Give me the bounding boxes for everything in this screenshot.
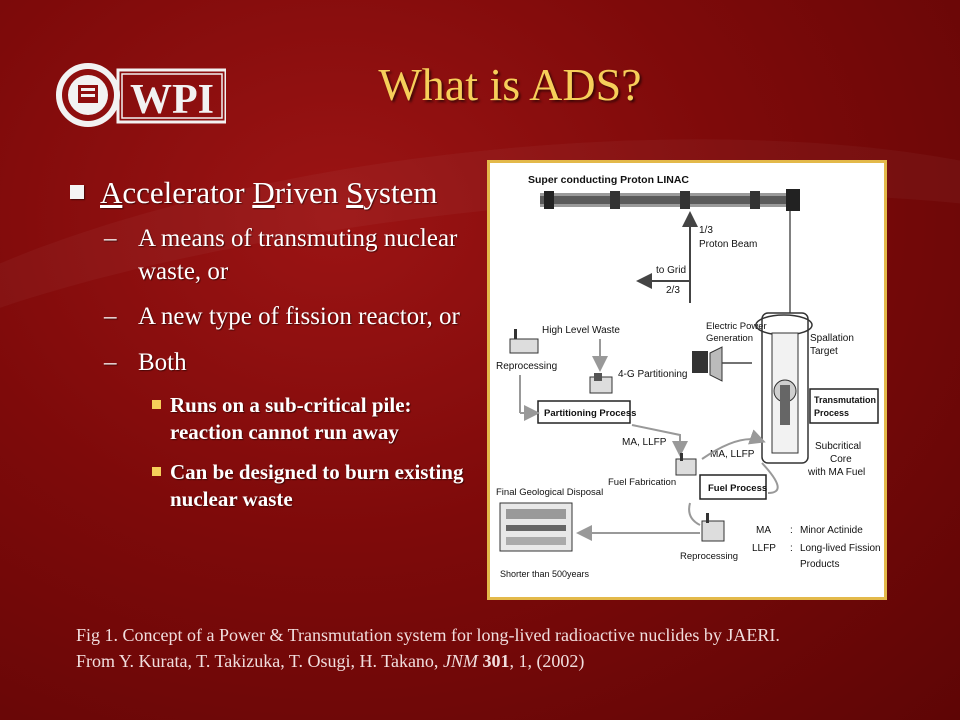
hlw-stack — [514, 329, 517, 339]
label-reprocessing-top: Reprocessing — [496, 361, 557, 372]
legend-ma-desc: Minor Actinide — [800, 525, 863, 536]
label-to-grid: to Grid — [656, 265, 686, 276]
word-driven: riven — [274, 175, 347, 210]
bullet-list: Accelerator Driven System – A means of t… — [70, 175, 480, 525]
legend-llfp-desc-2: Products — [800, 559, 839, 570]
arrow-partitioning-to-fuel — [631, 424, 688, 457]
ads-concept-figure: Super conducting Proton LINAC 1/3 Proton… — [487, 160, 887, 600]
linac-segment — [680, 191, 690, 209]
bullet-square-icon — [70, 185, 84, 199]
arrow-fuel-to-reactor — [701, 429, 766, 460]
disposal-layer — [506, 537, 566, 545]
label-partitioning-process: Partitioning Process — [544, 408, 636, 419]
label-transmutation-2: Process — [814, 408, 849, 418]
label-spallation-1: Spallation — [810, 333, 854, 344]
sub-sub-item: Can be designed to burn existing nuclear… — [152, 459, 480, 514]
fuel-fab-facility — [675, 458, 697, 476]
linac-segment — [544, 191, 554, 209]
turbine-icon — [709, 346, 723, 382]
label-4g-partitioning: 4-G Partitioning — [618, 369, 687, 380]
reactor-vessel — [761, 312, 809, 464]
sub-item: – Both — [104, 347, 480, 380]
arrow-reactor-loop — [761, 462, 779, 494]
label-proton-beam: Proton Beam — [699, 239, 757, 250]
legend-colon: : — [790, 525, 793, 536]
label-fuel-process: Fuel Process — [708, 483, 767, 494]
transmutation-process-box — [809, 388, 879, 424]
bullet-square-icon — [152, 400, 161, 409]
label-ma-llfp-right: MA, LLFP — [710, 449, 755, 460]
caption-issue-year: , 1, (2002) — [509, 651, 585, 672]
dash-marker: – — [104, 348, 117, 376]
slide-title: What is ADS? — [378, 59, 642, 110]
label-transmutation-1: Transmutation — [814, 395, 876, 405]
disposal-layer — [506, 509, 566, 519]
caption-line-2: From Y. Kurata, T. Takizuka, T. Osugi, H… — [76, 648, 936, 674]
generator-icon — [692, 351, 708, 373]
sub-item-text: A new type of fission reactor, or — [138, 303, 460, 330]
target-rod — [780, 385, 790, 425]
underlined-d: D — [252, 175, 275, 210]
label-subcritical-1: Subcritical — [815, 441, 861, 452]
legend-llfp: LLFP — [752, 543, 776, 554]
label-electric-power-1: Electric Power — [706, 321, 767, 332]
fuel-process-box — [699, 474, 767, 500]
fuel-fab-stack — [680, 453, 683, 461]
linac-end — [786, 189, 800, 211]
label-two-thirds: 2/3 — [666, 285, 680, 296]
label-high-level-waste: High Level Waste — [542, 325, 620, 336]
caption-journal: JNM — [442, 651, 478, 672]
sub-sub-item-text: Runs on a sub-critical pile: reaction ca… — [170, 393, 412, 445]
linac-core — [540, 196, 798, 204]
legend-ma: MA — [756, 525, 771, 536]
reprocessing-stack — [706, 513, 709, 523]
label-one-third: 1/3 — [699, 225, 713, 236]
dash-marker: – — [104, 225, 117, 252]
reprocessing-facility — [701, 520, 725, 542]
label-shorter-than: Shorter than 500years — [500, 569, 590, 579]
label-subcritical-3: with MA Fuel — [807, 467, 865, 478]
partitioning-block — [594, 373, 602, 381]
label-subcritical-2: Core — [830, 454, 852, 465]
disposal-layer — [506, 525, 566, 531]
sub-sub-item: Runs on a sub-critical pile: reaction ca… — [152, 392, 480, 447]
figure-caption: Fig 1. Concept of a Power & Transmutatio… — [76, 622, 936, 674]
underlined-s: S — [346, 175, 364, 210]
sub-item-text: Both — [138, 348, 187, 376]
arrow-loop-left — [688, 502, 701, 526]
dash-marker: – — [104, 303, 117, 330]
caption-volume: 301 — [482, 651, 510, 672]
word-system: ystem — [363, 175, 438, 210]
linac-segment — [610, 191, 620, 209]
sub-item-text: A means of transmuting nuclear waste, or — [138, 225, 458, 285]
label-spallation-2: Target — [810, 346, 838, 357]
logo-text: WPI — [130, 77, 214, 123]
legend-colon: : — [790, 543, 793, 554]
label-ma-llfp-left: MA, LLFP — [622, 437, 667, 448]
label-linac: Super conducting Proton LINAC — [528, 174, 689, 186]
wpi-logo: WPI — [56, 63, 226, 127]
word-accelerator: ccelerator — [122, 175, 253, 210]
hlw-facility — [509, 338, 539, 354]
linac-segment — [750, 191, 760, 209]
sub-item: – A new type of fission reactor, or — [104, 301, 480, 334]
bullet-square-icon — [152, 466, 161, 476]
caption-line-1: Fig 1. Concept of a Power & Transmutatio… — [76, 625, 780, 645]
main-bullet-text: Accelerator Driven System — [100, 175, 437, 211]
sub-item: – A means of transmuting nuclear waste, … — [104, 223, 480, 288]
ads-diagram: Super conducting Proton LINAC 1/3 Proton… — [496, 174, 881, 579]
underlined-a: A — [100, 175, 123, 210]
label-final-disposal: Final Geological Disposal — [496, 487, 603, 498]
label-electric-power-2: Generation — [706, 333, 753, 344]
label-fuel-fabrication: Fuel Fabrication — [608, 477, 676, 488]
legend-llfp-desc-1: Long-lived Fission — [800, 543, 881, 554]
sub-sub-item-text: Can be designed to burn existing nuclear… — [170, 459, 464, 511]
label-reprocessing-bottom: Reprocessing — [680, 551, 738, 562]
caption-authors: From Y. Kurata, T. Takizuka, T. Osugi, H… — [76, 651, 443, 672]
main-bullet: Accelerator Driven System — [70, 175, 480, 211]
